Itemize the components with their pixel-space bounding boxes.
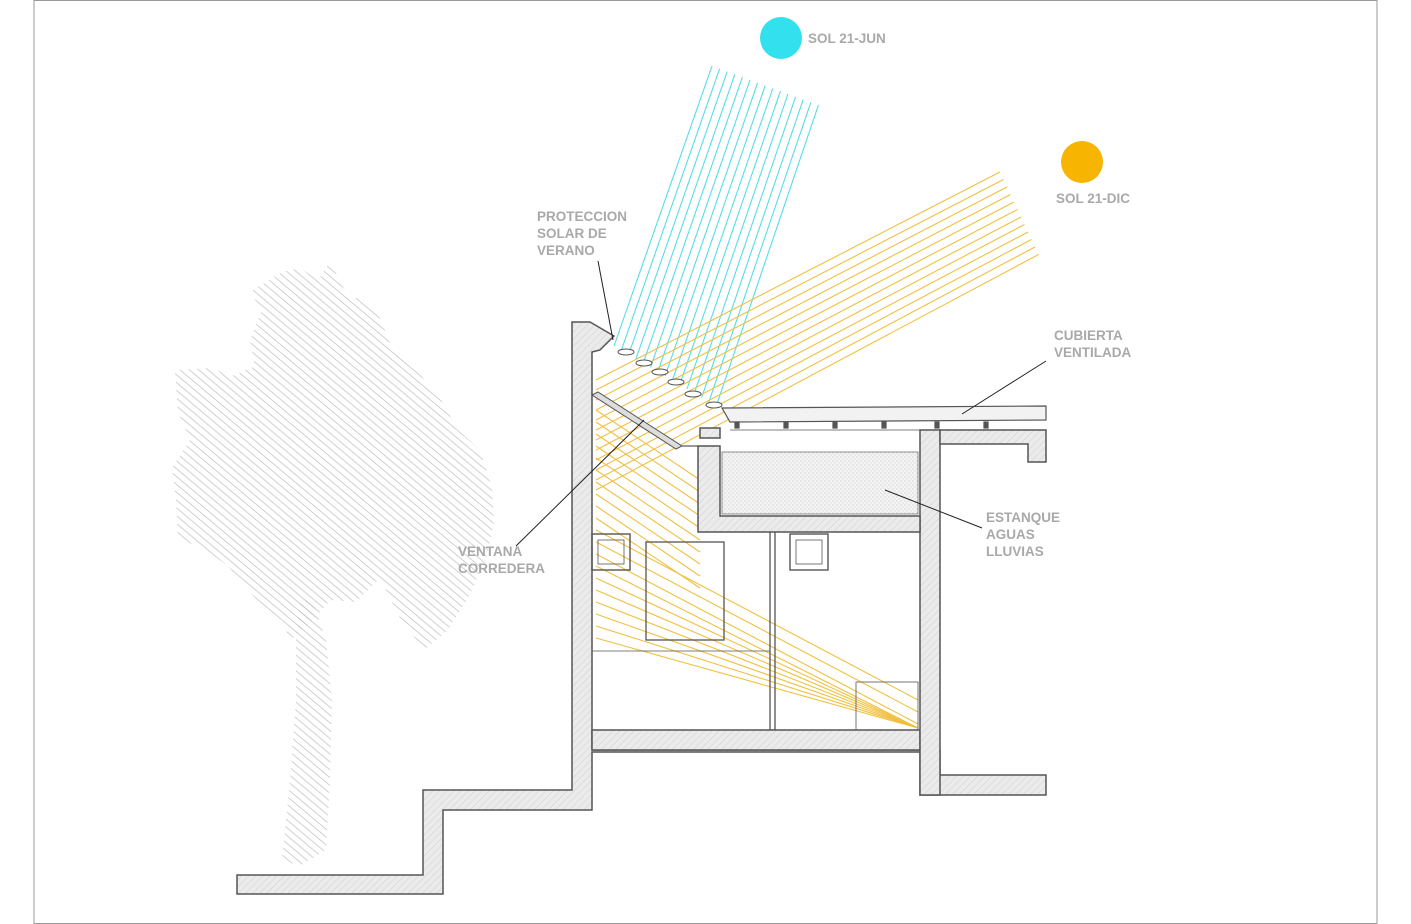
- winter-ray: [595, 254, 1039, 491]
- winter-ray: [595, 577, 919, 729]
- winter-ray: [595, 601, 919, 729]
- summer-ray: [701, 99, 804, 398]
- summer-sun-icon: [760, 17, 802, 59]
- summer-ray: [635, 74, 736, 360]
- tank-slab: [697, 445, 921, 533]
- winter-ray: [595, 637, 919, 729]
- tank-label: ESTANQUE AGUAS LLUVIAS: [986, 510, 1064, 559]
- roof-label: CUBIERTA VENTILADA: [1054, 328, 1132, 360]
- right-wall: [919, 429, 941, 796]
- winter-ray: [595, 216, 1022, 441]
- summer-ray: [649, 79, 751, 368]
- winter-ray: [595, 179, 1004, 391]
- window-left: [591, 533, 631, 571]
- winter-ray: [595, 481, 701, 553]
- winter-sun-label: SOL 21-DIC: [1056, 191, 1130, 206]
- winter-ray: [595, 493, 701, 565]
- winter-ray: [595, 224, 1025, 451]
- winter-ray: [595, 517, 701, 589]
- winter-ray: [595, 246, 1036, 481]
- summer-ray: [715, 105, 819, 407]
- winter-ray: [595, 541, 919, 713]
- summer-ray: [620, 68, 721, 351]
- winter-ray: [595, 231, 1029, 461]
- winter-ray: [595, 553, 919, 725]
- roof-block: [699, 427, 721, 439]
- summer-ray: [686, 93, 789, 390]
- winter-ray: [595, 186, 1008, 401]
- palm-tree-icon: [172, 262, 494, 866]
- summer-ray: [693, 96, 797, 394]
- summer-ray: [664, 85, 766, 377]
- winter-sun-icon: [1061, 141, 1103, 183]
- summer-ray: [613, 65, 713, 347]
- winter-ray: [595, 469, 701, 541]
- ventilated-roof: [720, 405, 1047, 431]
- winter-ray: [595, 529, 919, 701]
- winter-sun-rays: [595, 171, 1039, 729]
- summer-ray: [628, 71, 728, 355]
- wardrobe: [645, 541, 725, 641]
- winter-ray: [595, 239, 1032, 471]
- winter-ray: [595, 565, 919, 729]
- window-right: [789, 533, 829, 571]
- summer-solar-shading-louvers: [617, 348, 723, 409]
- winter-ray: [595, 201, 1015, 421]
- summer-ray: [708, 102, 812, 403]
- summer-ray: [657, 82, 759, 372]
- summer-ray: [642, 77, 743, 364]
- bed: [855, 681, 919, 731]
- annotation-leaders: [515, 260, 1047, 547]
- winter-ray: [595, 625, 919, 729]
- summer-ray: [679, 91, 781, 385]
- building-section: [236, 321, 1047, 895]
- floor-slab: [591, 729, 921, 751]
- shade-label: PROTECCION SOLAR DE VERANO: [537, 209, 631, 258]
- winter-ray: [595, 457, 701, 529]
- winter-ray: [595, 209, 1018, 431]
- winter-ray: [595, 613, 919, 729]
- winter-ray: [595, 445, 701, 517]
- summer-sun-label: SOL 21-JUN: [808, 31, 886, 46]
- winter-ray: [595, 171, 1001, 381]
- roof-cantilever: [939, 429, 1047, 463]
- winter-ray: [595, 421, 701, 493]
- winter-ray: [595, 433, 701, 505]
- rainwater-tank: [721, 451, 919, 515]
- winter-ray: [595, 589, 919, 729]
- winter-ray: [595, 409, 701, 481]
- winter-ray: [595, 505, 701, 577]
- interior-elements: [591, 532, 919, 731]
- window-label: VENTANA CORREDERA: [458, 544, 545, 576]
